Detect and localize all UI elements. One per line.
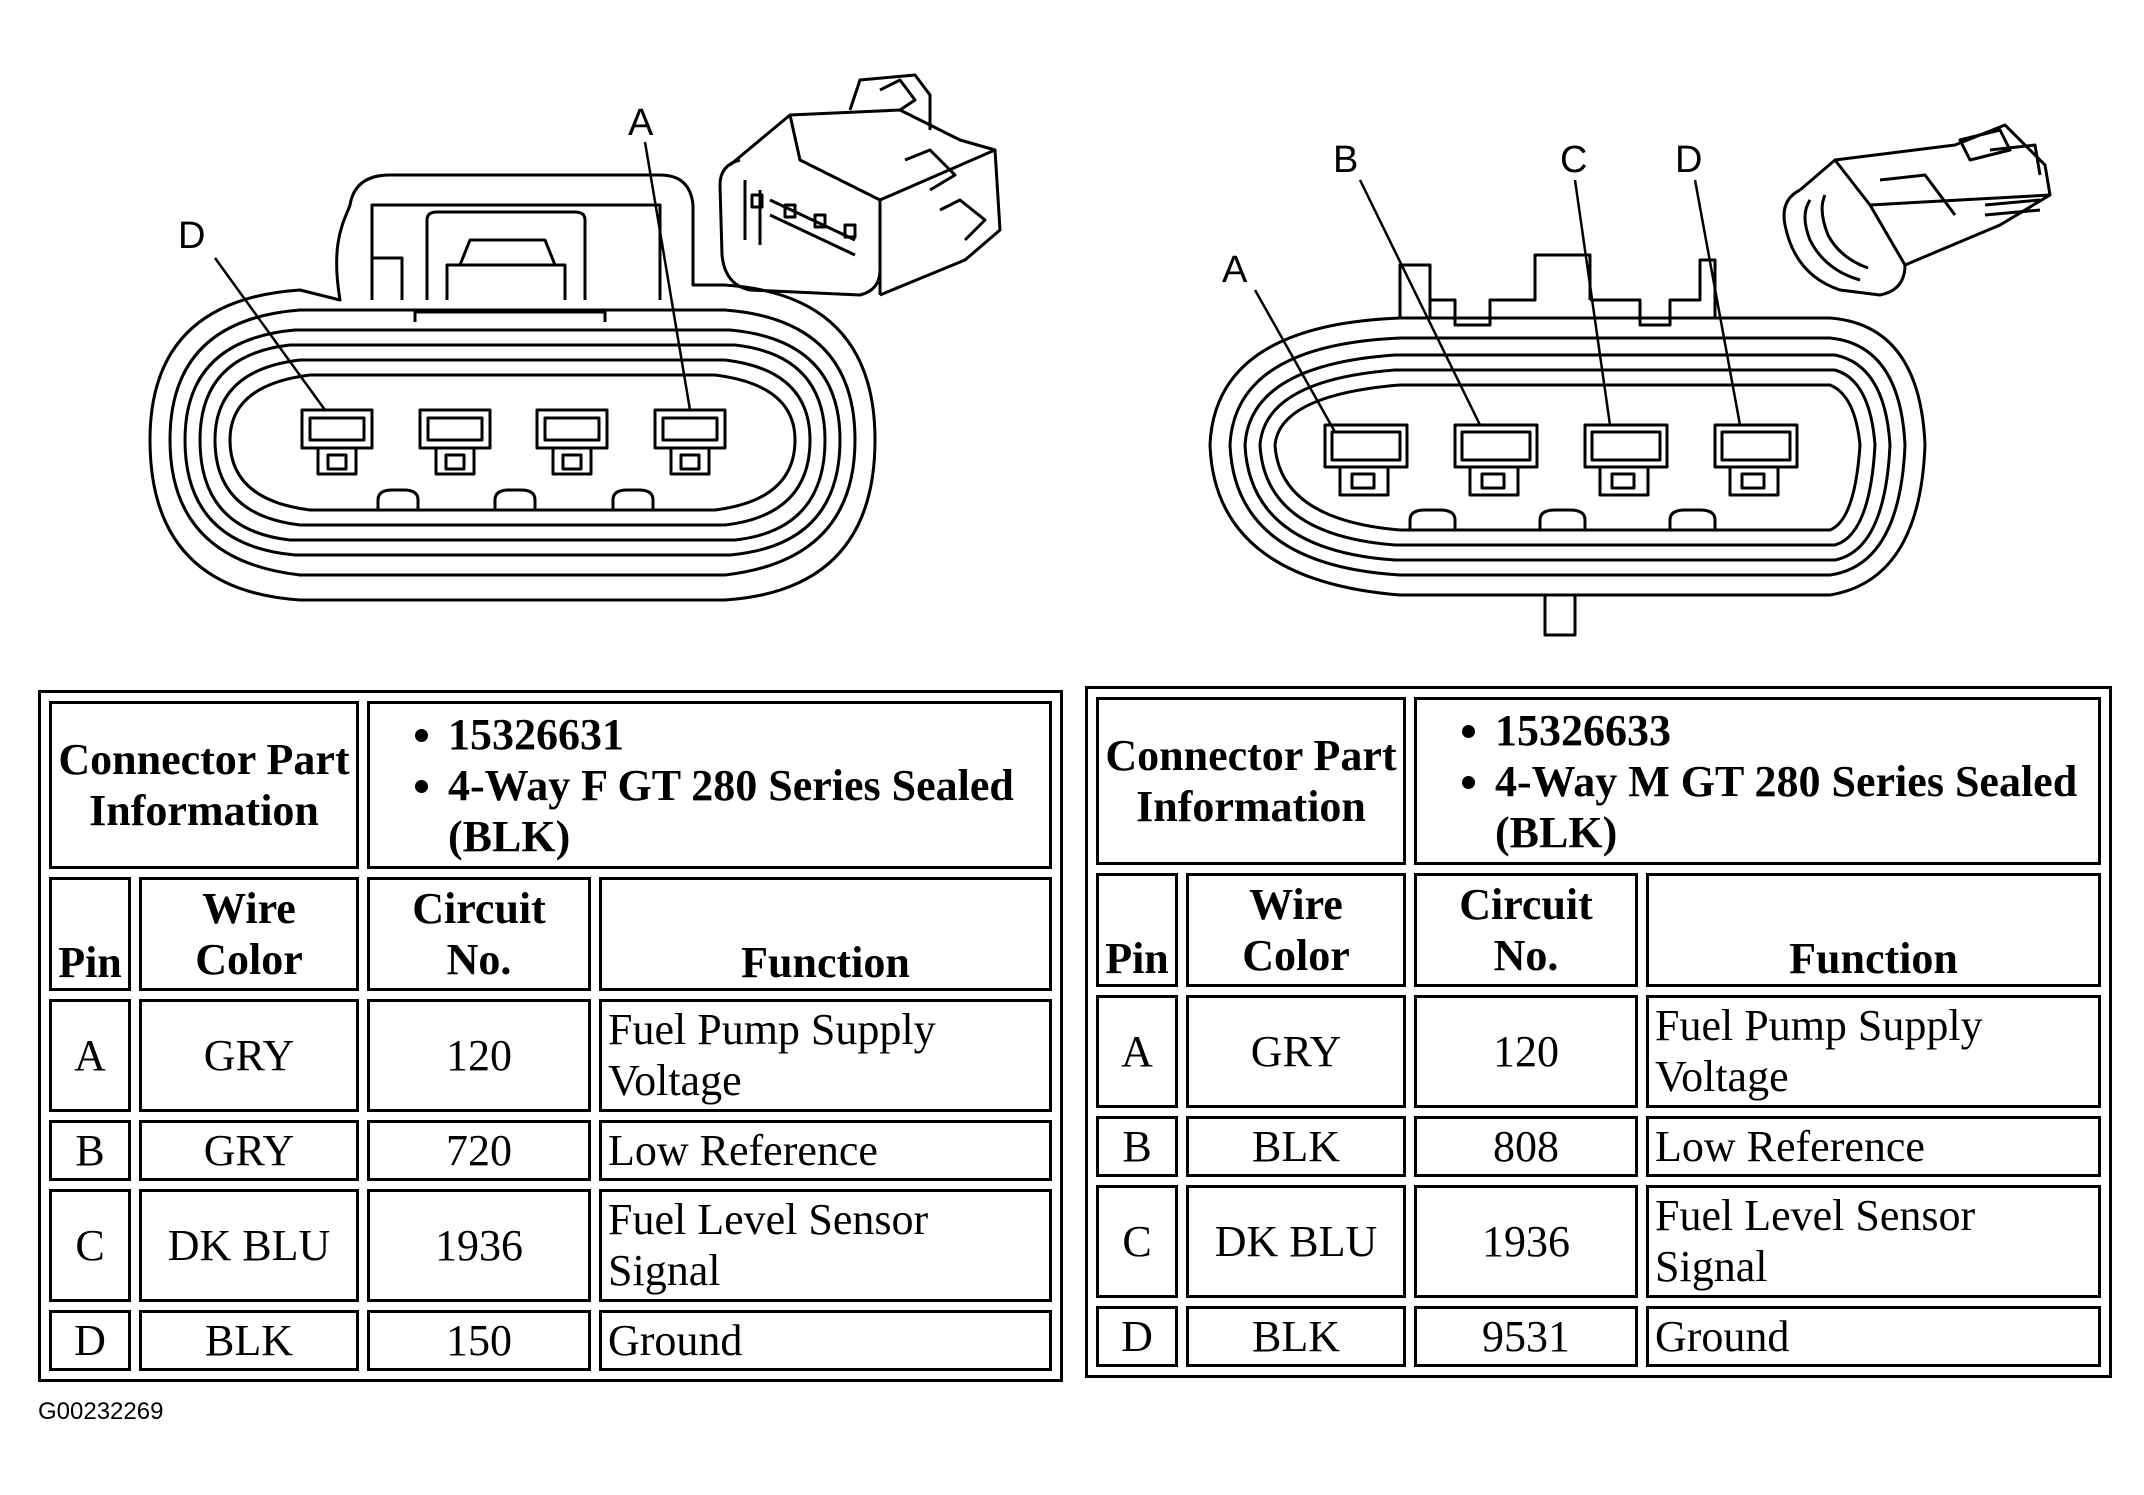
left-connector-3d-icon (718, 73, 1002, 297)
table-row: B GRY 720 Low Reference (49, 1120, 1052, 1181)
right-connector-3d-icon (1782, 123, 2052, 297)
left-leader-lines (213, 141, 692, 411)
pin-cell: B (1096, 1116, 1178, 1177)
pin-cell: D (49, 1310, 131, 1371)
circuit-cell: 1936 (367, 1188, 591, 1303)
table-row: D BLK 150 Ground (49, 1310, 1052, 1371)
left-part-desc: 4-Way F GT 280 Series Sealed (BLK) (448, 760, 1043, 862)
table-row: D BLK 9531 Ground (1096, 1306, 2101, 1367)
left-connector-face (148, 173, 877, 602)
wire-color-cell: GRY (139, 998, 359, 1112)
right-part-desc: 4-Way M GT 280 Series Sealed (BLK) (1495, 756, 2092, 858)
right-pinout-table: Connector Part Information 15326633 4-Wa… (1085, 686, 2112, 1378)
pin-cell: A (1096, 994, 1178, 1108)
right-callout-D: D (1675, 139, 1702, 181)
right-header-pin: Pin (1096, 873, 1178, 987)
function-cell: Fuel Level Sensor Signal (1646, 1184, 2101, 1299)
table-row: B BLK 808 Low Reference (1096, 1116, 2101, 1177)
wire-color-cell: BLK (1186, 1116, 1406, 1177)
figure-id: G00232269 (38, 1398, 164, 1425)
table-row: A GRY 120 Fuel Pump Supply Voltage (1096, 994, 2101, 1108)
circuit-cell: 1936 (1414, 1184, 1638, 1299)
left-callout-D: D (178, 215, 205, 257)
left-header-wire-color: Wire Color (139, 877, 359, 991)
circuit-cell: 120 (367, 998, 591, 1112)
circuit-cell: 9531 (1414, 1306, 1638, 1367)
left-header-circuit: Circuit No. (367, 877, 591, 991)
pin-cell: D (1096, 1306, 1178, 1367)
left-callout-A: A (628, 102, 654, 144)
function-cell: Fuel Level Sensor Signal (599, 1188, 1052, 1303)
right-header-function: Function (1646, 873, 2101, 987)
circuit-cell: 150 (367, 1310, 591, 1371)
pin-cell: A (49, 998, 131, 1112)
right-connector-info-label: Connector Part Information (1096, 697, 1406, 866)
left-header-function: Function (599, 877, 1052, 991)
left-pinout-table: Connector Part Information 15326631 4-Wa… (38, 690, 1063, 1382)
wire-color-cell: BLK (1186, 1306, 1406, 1367)
function-cell: Ground (599, 1310, 1052, 1371)
function-cell: Low Reference (599, 1120, 1052, 1181)
wire-color-cell: DK BLU (139, 1188, 359, 1303)
wire-color-cell: GRY (1186, 994, 1406, 1108)
right-connector-face (1208, 253, 1927, 637)
right-callout-A: A (1222, 249, 1248, 291)
function-cell: Fuel Pump Supply Voltage (1646, 994, 2101, 1108)
table-row: C DK BLU 1936 Fuel Level Sensor Signal (49, 1188, 1052, 1303)
table-row: C DK BLU 1936 Fuel Level Sensor Signal (1096, 1184, 2101, 1299)
left-connector-info-label: Connector Part Information (49, 701, 359, 870)
circuit-cell: 720 (367, 1120, 591, 1181)
right-header-wire-color: Wire Color (1186, 873, 1406, 987)
right-callout-B: B (1333, 139, 1358, 181)
wire-color-cell: DK BLU (1186, 1184, 1406, 1299)
connector-diagrams: D A A B C D (148, 73, 2052, 637)
pin-cell: B (49, 1120, 131, 1181)
left-connector-info: 15326631 4-Way F GT 280 Series Sealed (B… (367, 701, 1052, 870)
table-row: A GRY 120 Fuel Pump Supply Voltage (49, 998, 1052, 1112)
pin-cell: C (1096, 1184, 1178, 1299)
right-leader-lines (1253, 179, 1742, 433)
function-cell: Low Reference (1646, 1116, 2101, 1177)
right-header-circuit: Circuit No. (1414, 873, 1638, 987)
function-cell: Fuel Pump Supply Voltage (599, 998, 1052, 1112)
wire-color-cell: BLK (139, 1310, 359, 1371)
pin-cell: C (49, 1188, 131, 1303)
wire-color-cell: GRY (139, 1120, 359, 1181)
left-part-number: 15326631 (448, 709, 1043, 760)
right-part-number: 15326633 (1495, 705, 2092, 756)
right-connector-info: 15326633 4-Way M GT 280 Series Sealed (B… (1414, 697, 2101, 866)
right-callout-C: C (1560, 139, 1587, 181)
circuit-cell: 120 (1414, 994, 1638, 1108)
left-header-pin: Pin (49, 877, 131, 991)
circuit-cell: 808 (1414, 1116, 1638, 1177)
function-cell: Ground (1646, 1306, 2101, 1367)
